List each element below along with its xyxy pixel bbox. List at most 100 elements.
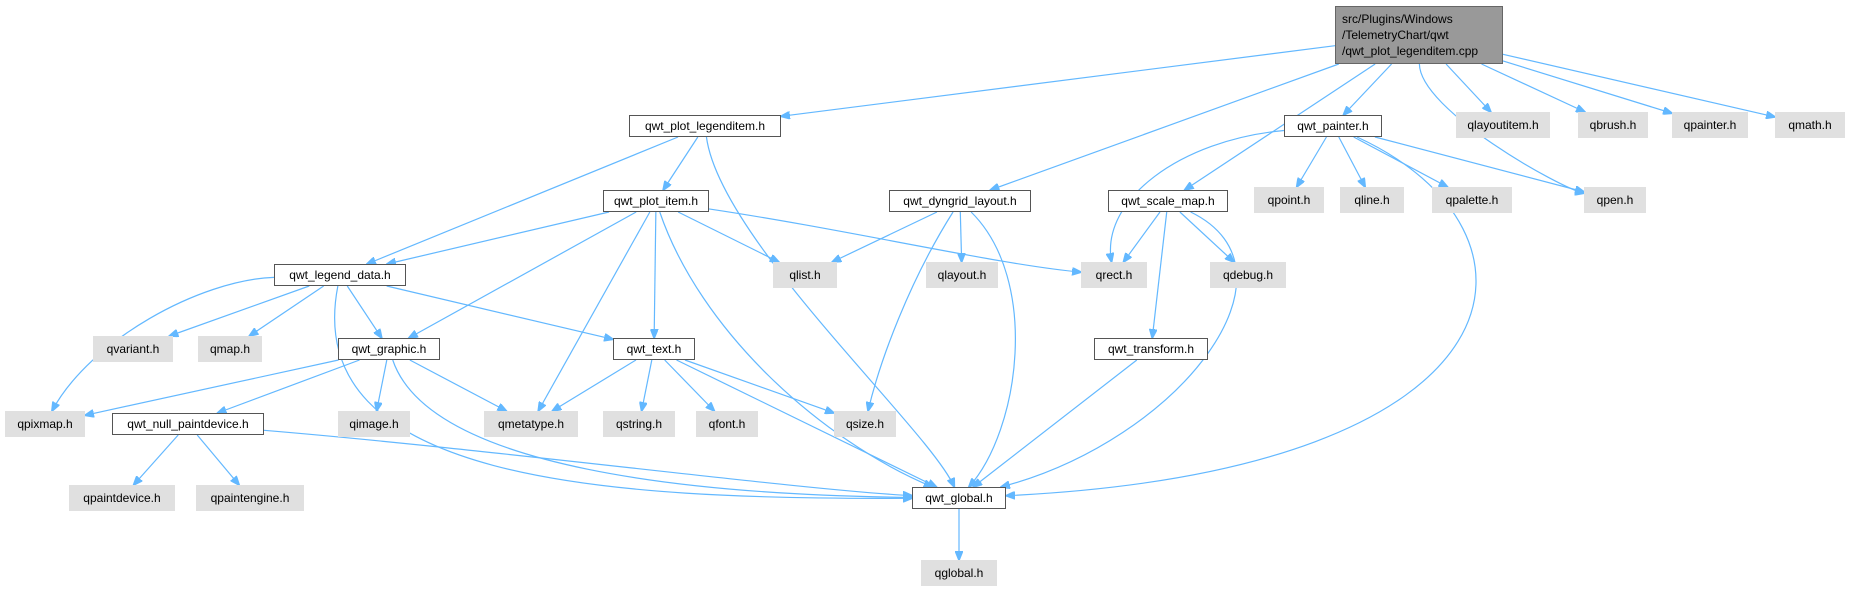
edge-graphic-h-to-null-paint-h <box>217 359 360 413</box>
node-label: src/Plugins/Windows/TelemetryChart/qwt/q… <box>1342 12 1479 58</box>
node-label: qmap.h <box>209 342 251 356</box>
node-label: qpoint.h <box>1267 193 1311 207</box>
node-qstring: qstring.h <box>603 411 675 437</box>
node-qmetatype: qmetatype.h <box>484 411 578 437</box>
edge-root-to-dyngrid-h <box>990 63 1340 190</box>
edge-null-paint-h-to-qpaintengine <box>196 434 239 485</box>
node-qline: qline.h <box>1340 187 1404 213</box>
node-label: qvariant.h <box>106 342 160 356</box>
edge-painter-h-to-qline <box>1338 136 1365 187</box>
node-painter-h[interactable]: qwt_painter.h <box>1284 115 1382 137</box>
node-qvariant: qvariant.h <box>93 336 173 362</box>
node-label: qmetatype.h <box>497 417 565 431</box>
edge-text-h-to-global-h <box>676 359 937 487</box>
node-root[interactable]: src/Plugins/Windows/TelemetryChart/qwt/q… <box>1335 6 1503 64</box>
node-label: qmath.h <box>1788 118 1832 132</box>
edge-plot-item-h-to-qmetatype <box>538 211 651 411</box>
edge-legend-data-h-to-graphic-h <box>346 285 381 338</box>
node-null-paint-h[interactable]: qwt_null_paintdevice.h <box>112 413 264 435</box>
node-label: qpixmap.h <box>17 417 73 431</box>
node-qlist: qlist.h <box>773 262 837 288</box>
node-label: qdebug.h <box>1222 268 1274 282</box>
edge-plot-item-h-to-qlist <box>677 211 779 262</box>
edge-root-to-qpainter <box>1502 60 1672 113</box>
node-label: qglobal.h <box>934 566 984 580</box>
node-legenditem-h[interactable]: qwt_plot_legenditem.h <box>629 115 781 137</box>
node-graphic-h[interactable]: qwt_graphic.h <box>338 338 440 360</box>
edge-plot-item-h-to-graphic-h <box>409 211 637 338</box>
node-dyngrid-h[interactable]: qwt_dyngrid_layout.h <box>889 190 1031 212</box>
edge-painter-h-to-qrect <box>1110 129 1285 262</box>
edge-legend-data-h-to-qmap <box>249 285 324 336</box>
node-label: qwt_dyngrid_layout.h <box>903 194 1017 208</box>
node-label: qpaintengine.h <box>210 491 290 505</box>
edge-text-h-to-qfont <box>664 359 715 411</box>
edge-null-paint-h-to-qpaintdevice <box>134 434 179 485</box>
node-label: qstring.h <box>615 417 663 431</box>
edge-root-to-qbrush <box>1481 63 1585 112</box>
edge-painter-h-to-global-h <box>1006 136 1477 496</box>
edge-plot-item-h-to-legend-data-h <box>387 211 610 264</box>
node-qrect: qrect.h <box>1081 262 1147 288</box>
node-qpoint: qpoint.h <box>1254 187 1324 213</box>
edge-text-h-to-qmetatype <box>552 359 637 411</box>
edge-null-paint-h-to-global-h <box>263 429 912 495</box>
node-label: qwt_global.h <box>925 491 993 505</box>
node-label: qpainter.h <box>1683 118 1737 132</box>
node-label: qwt_text.h <box>626 342 682 356</box>
node-transform-h[interactable]: qwt_transform.h <box>1094 338 1208 360</box>
edge-scale-map-h-to-transform-h <box>1152 211 1168 338</box>
node-label: qwt_legend_data.h <box>289 268 391 282</box>
node-qfont: qfont.h <box>696 411 758 437</box>
node-label: qwt_painter.h <box>1297 119 1369 133</box>
edge-text-h-to-qsize <box>684 359 834 413</box>
edge-root-to-painter-h <box>1343 63 1393 115</box>
node-label: qrect.h <box>1095 268 1133 282</box>
node-label: qwt_null_paintdevice.h <box>127 417 249 431</box>
node-qsize: qsize.h <box>834 411 896 437</box>
edge-graphic-h-to-qpixmap <box>85 359 339 415</box>
node-qpixmap: qpixmap.h <box>5 411 85 437</box>
edge-scale-map-h-to-qdebug <box>1179 211 1234 262</box>
edge-legend-data-h-to-qpixmap <box>52 276 275 411</box>
edge-legenditem-h-to-global-h <box>705 136 954 487</box>
edge-painter-h-to-qpen <box>1374 136 1584 192</box>
edge-dyngrid-h-to-qlist <box>832 211 938 262</box>
edge-legend-data-h-to-qvariant <box>169 285 310 336</box>
node-label: qwt_transform.h <box>1107 342 1195 356</box>
node-scale-map-h[interactable]: qwt_scale_map.h <box>1108 190 1228 212</box>
edge-plot-item-h-to-global-h <box>659 211 933 487</box>
edge-legenditem-h-to-legend-data-h <box>367 136 679 264</box>
node-qpaintdevice: qpaintdevice.h <box>69 485 175 511</box>
node-label: qwt_plot_item.h <box>613 194 699 208</box>
edge-scale-map-h-to-qrect <box>1123 211 1161 262</box>
edge-root-to-qmath <box>1502 53 1775 117</box>
node-qmath: qmath.h <box>1775 112 1845 138</box>
node-label: qwt_graphic.h <box>351 342 427 356</box>
node-label: qpalette.h <box>1445 193 1499 207</box>
edge-graphic-h-to-global-h <box>392 359 912 497</box>
edge-legenditem-h-to-plot-item-h <box>663 136 699 190</box>
edge-graphic-h-to-qmetatype <box>409 359 507 411</box>
node-qpaintengine: qpaintengine.h <box>196 485 304 511</box>
node-label: qsize.h <box>845 417 885 431</box>
node-label: qpaintdevice.h <box>83 491 161 505</box>
node-label: qwt_plot_legenditem.h <box>644 119 766 133</box>
edge-plot-item-h-to-text-h <box>654 211 656 338</box>
node-qimage: qimage.h <box>338 411 410 437</box>
node-qlayout: qlayout.h <box>926 262 998 288</box>
node-qpainter: qpainter.h <box>1672 112 1748 138</box>
node-qpalette: qpalette.h <box>1432 187 1512 213</box>
node-global-h[interactable]: qwt_global.h <box>912 487 1006 509</box>
node-plot-item-h[interactable]: qwt_plot_item.h <box>603 190 709 212</box>
node-text-h[interactable]: qwt_text.h <box>613 338 695 360</box>
node-label: qfont.h <box>708 417 746 431</box>
node-legend-data-h[interactable]: qwt_legend_data.h <box>274 264 406 286</box>
edge-graphic-h-to-qimage <box>377 359 388 411</box>
node-label: qwt_scale_map.h <box>1121 194 1215 208</box>
edge-dyngrid-h-to-qlayout <box>960 211 961 262</box>
node-label: qlayoutitem.h <box>1467 118 1539 132</box>
edge-plot-item-h-to-qrect <box>708 208 1081 272</box>
